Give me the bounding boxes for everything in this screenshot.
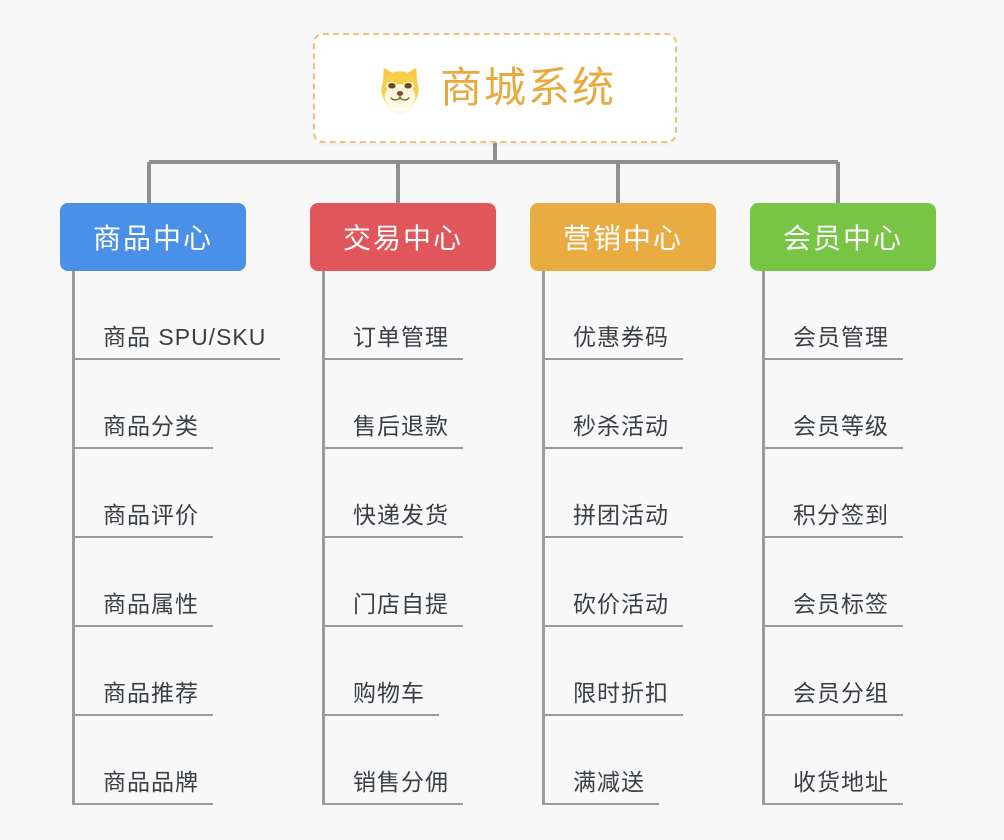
- leaf-label: 销售分佣: [325, 769, 463, 805]
- category-label: 商品中心: [92, 223, 213, 254]
- leaf-item[interactable]: 商品 SPU/SKU: [75, 271, 281, 360]
- leaf-item[interactable]: 满减送: [545, 716, 716, 805]
- leaf-item[interactable]: 会员标签: [765, 538, 936, 627]
- leaf-label: 门店自提: [325, 591, 463, 627]
- leaf-item[interactable]: 商品评价: [75, 449, 246, 538]
- category-box-4[interactable]: 会员中心: [750, 203, 936, 271]
- leaf-label: 购物车: [325, 680, 439, 716]
- leaf-item[interactable]: 商品品牌: [75, 716, 246, 805]
- leaf-label: 商品 SPU/SKU: [75, 324, 281, 360]
- leaf-label: 商品评价: [75, 502, 213, 538]
- leaf-label: 积分签到: [765, 502, 903, 538]
- category-box-3[interactable]: 营销中心: [530, 203, 716, 271]
- leaf-label: 优惠券码: [545, 324, 683, 360]
- leaf-item[interactable]: 会员等级: [765, 360, 936, 449]
- leaf-item[interactable]: 限时折扣: [545, 627, 716, 716]
- leaf-label: 会员管理: [765, 324, 903, 360]
- leaf-label: 秒杀活动: [545, 413, 683, 449]
- branch-column-4: 会员中心会员管理会员等级积分签到会员标签会员分组收货地址: [750, 203, 936, 805]
- leaf-label: 收货地址: [765, 769, 903, 805]
- leaf-label: 商品品牌: [75, 769, 213, 805]
- branch-column-3: 营销中心优惠券码秒杀活动拼团活动砍价活动限时折扣满减送: [530, 203, 716, 805]
- root-title: 商城系统: [439, 64, 616, 111]
- leaf-label: 满减送: [545, 769, 659, 805]
- category-box-2[interactable]: 交易中心: [310, 203, 496, 271]
- leaf-item[interactable]: 砍价活动: [545, 538, 716, 627]
- leaf-label: 售后退款: [325, 413, 463, 449]
- leaf-item[interactable]: 秒杀活动: [545, 360, 716, 449]
- leaf-item[interactable]: 售后退款: [325, 360, 496, 449]
- category-label: 会员中心: [782, 223, 903, 254]
- leaf-item[interactable]: 商品属性: [75, 538, 246, 627]
- leaf-label: 商品分类: [75, 413, 213, 449]
- leaf-item[interactable]: 会员分组: [765, 627, 936, 716]
- leaf-item[interactable]: 会员管理: [765, 271, 936, 360]
- leaf-label: 砍价活动: [545, 591, 683, 627]
- leaf-item[interactable]: 积分签到: [765, 449, 936, 538]
- leaf-label: 快递发货: [325, 502, 463, 538]
- leaf-item[interactable]: 商品推荐: [75, 627, 246, 716]
- category-label: 交易中心: [342, 223, 463, 254]
- leaf-label: 商品推荐: [75, 680, 213, 716]
- leaf-label: 商品属性: [75, 591, 213, 627]
- leaf-item[interactable]: 商品分类: [75, 360, 246, 449]
- root-node[interactable]: 商城系统: [313, 33, 677, 143]
- leaf-item[interactable]: 订单管理: [325, 271, 496, 360]
- leaf-item[interactable]: 销售分佣: [325, 716, 496, 805]
- leaf-list-3: 优惠券码秒杀活动拼团活动砍价活动限时折扣满减送: [542, 271, 716, 805]
- branch-column-2: 交易中心订单管理售后退款快递发货门店自提购物车销售分佣: [310, 203, 496, 805]
- leaf-item[interactable]: 购物车: [325, 627, 496, 716]
- leaf-item[interactable]: 优惠券码: [545, 271, 716, 360]
- leaf-label: 会员分组: [765, 680, 903, 716]
- leaf-label: 限时折扣: [545, 680, 683, 716]
- branch-column-1: 商品中心商品 SPU/SKU 商品分类商品评价商品属性商品推荐商品品牌: [60, 203, 281, 805]
- leaf-item[interactable]: 门店自提: [325, 538, 496, 627]
- leaf-label: 拼团活动: [545, 502, 683, 538]
- leaf-label: 会员标签: [765, 591, 903, 627]
- leaf-item[interactable]: 拼团活动: [545, 449, 716, 538]
- leaf-label: 会员等级: [765, 413, 903, 449]
- leaf-item[interactable]: 收货地址: [765, 716, 936, 805]
- leaf-list-2: 订单管理售后退款快递发货门店自提购物车销售分佣: [322, 271, 496, 805]
- leaf-label: 订单管理: [325, 324, 463, 360]
- leaf-list-1: 商品 SPU/SKU 商品分类商品评价商品属性商品推荐商品品牌: [72, 271, 281, 805]
- category-label: 营销中心: [562, 223, 683, 254]
- shiba-dog-face-icon: [381, 67, 419, 114]
- category-box-1[interactable]: 商品中心: [60, 203, 246, 271]
- leaf-item[interactable]: 快递发货: [325, 449, 496, 538]
- leaf-list-4: 会员管理会员等级积分签到会员标签会员分组收货地址: [762, 271, 936, 805]
